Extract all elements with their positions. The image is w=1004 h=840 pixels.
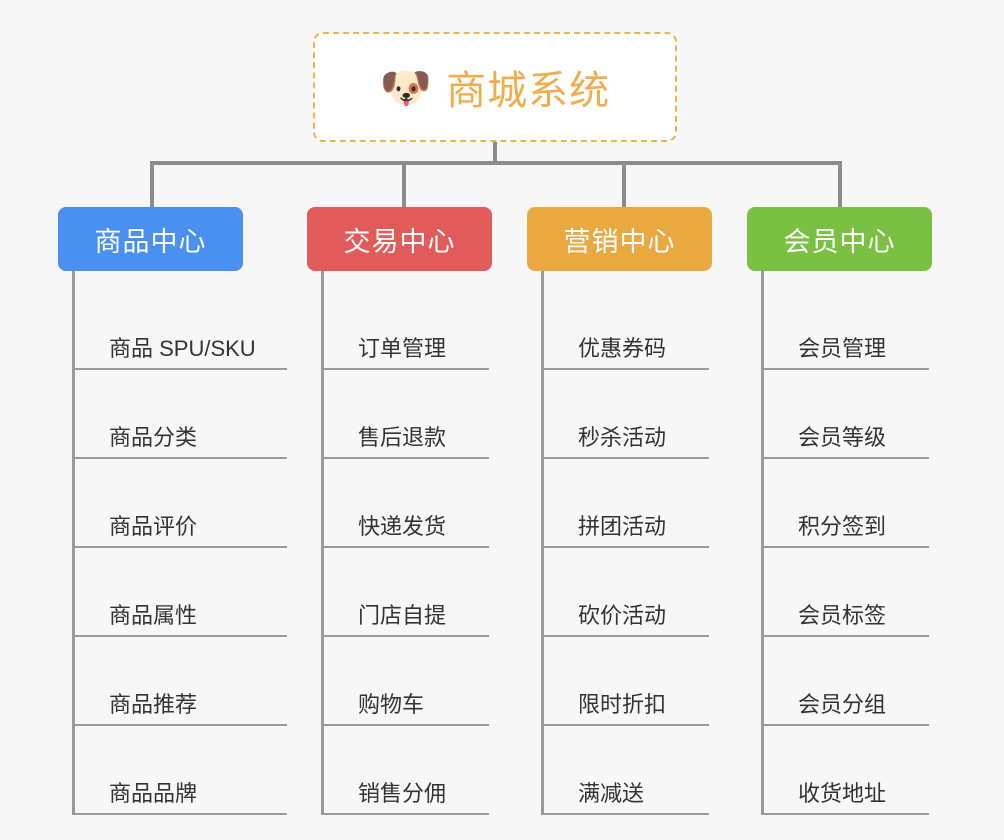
category-branch-1: 商品 SPU/SKU 商品分类商品评价商品属性商品推荐商品品牌 [72,271,287,815]
leaf-underline [75,457,287,459]
category-branch-2: 订单管理售后退款快递发货门店自提购物车销售分佣 [321,271,492,815]
leaf-underline [324,724,489,726]
leaf-underline [324,635,489,637]
leaf-underline [75,368,287,370]
leaf-label: 商品推荐 [109,692,198,717]
leaf-underline [764,546,929,548]
connector-root-stub [493,142,497,164]
leaf-underline [324,813,489,815]
leaf-underline [764,635,929,637]
leaf-underline [324,368,489,370]
connector-drop-1 [150,161,154,207]
connector-drop-4 [838,161,842,207]
leaf-node[interactable]: 商品品牌 [75,726,287,815]
category-header-1[interactable]: 商品中心 [58,207,243,271]
leaf-label: 积分签到 [798,514,887,539]
leaf-node[interactable]: 满减送 [544,726,712,815]
dog-face-icon: 🐶 [379,64,433,111]
leaf-label: 销售分佣 [358,781,447,806]
leaf-label: 商品属性 [109,603,198,628]
connector-drop-3 [622,161,626,207]
leaf-label: 会员标签 [798,603,887,628]
leaf-label: 砍价活动 [578,603,667,628]
leaf-label: 商品 SPU/SKU [109,336,256,361]
leaf-underline [764,813,929,815]
root-node[interactable]: 🐶 商城系统 [313,32,677,142]
leaf-underline [75,813,287,815]
leaf-underline [544,546,709,548]
root-title: 商城系统 [446,69,611,113]
leaf-underline [764,457,929,459]
category-header-label: 营销中心 [563,226,676,257]
leaf-node[interactable]: 商品推荐 [75,637,287,726]
category-header-2[interactable]: 交易中心 [307,207,492,271]
leaf-label: 商品品牌 [109,781,198,806]
leaf-underline [75,635,287,637]
leaf-underline [544,724,709,726]
leaf-underline [544,635,709,637]
leaf-label: 订单管理 [358,336,447,361]
leaf-node[interactable]: 积分签到 [764,459,932,548]
leaf-label: 购物车 [358,692,425,717]
leaf-underline [544,368,709,370]
leaf-underline [544,813,709,815]
leaf-node[interactable]: 会员分组 [764,637,932,726]
leaf-underline [544,457,709,459]
leaf-label: 商品评价 [109,514,198,539]
leaf-node[interactable]: 收货地址 [764,726,932,815]
leaf-node[interactable]: 商品分类 [75,370,287,459]
category-branch-3: 优惠券码秒杀活动拼团活动砍价活动限时折扣满减送 [541,271,712,815]
leaf-node[interactable]: 快递发货 [324,459,492,548]
leaf-node[interactable]: 限时折扣 [544,637,712,726]
leaf-node[interactable]: 会员标签 [764,548,932,637]
leaf-node[interactable]: 砍价活动 [544,548,712,637]
leaf-node[interactable]: 秒杀活动 [544,370,712,459]
category-column-4: 会员中心会员管理会员等级积分签到会员标签会员分组收货地址 [747,207,932,815]
leaf-underline [764,368,929,370]
leaf-label: 秒杀活动 [578,425,667,450]
leaf-label: 会员分组 [798,692,887,717]
leaf-label: 售后退款 [358,425,447,450]
category-column-1: 商品中心商品 SPU/SKU 商品分类商品评价商品属性商品推荐商品品牌 [58,207,287,815]
leaf-label: 会员等级 [798,425,887,450]
leaf-underline [75,724,287,726]
leaf-label: 会员管理 [798,336,887,361]
leaf-underline [324,457,489,459]
leaf-label: 商品分类 [109,425,198,450]
leaf-node[interactable]: 会员等级 [764,370,932,459]
category-column-3: 营销中心优惠券码秒杀活动拼团活动砍价活动限时折扣满减送 [527,207,712,815]
category-header-label: 会员中心 [783,226,896,257]
leaf-underline [75,546,287,548]
leaf-node[interactable]: 订单管理 [324,281,492,370]
leaf-node[interactable]: 售后退款 [324,370,492,459]
leaf-node[interactable]: 拼团活动 [544,459,712,548]
category-header-label: 交易中心 [343,226,456,257]
category-branch-4: 会员管理会员等级积分签到会员标签会员分组收货地址 [761,271,932,815]
leaf-node[interactable]: 门店自提 [324,548,492,637]
connector-horizontal-bus [150,161,838,165]
leaf-underline [764,724,929,726]
connector-drop-2 [402,161,406,207]
leaf-node[interactable]: 会员管理 [764,281,932,370]
leaf-label: 快递发货 [358,514,447,539]
leaf-label: 优惠券码 [578,336,667,361]
leaf-underline [324,546,489,548]
leaf-node[interactable]: 销售分佣 [324,726,492,815]
leaf-node[interactable]: 商品属性 [75,548,287,637]
category-header-label: 商品中心 [94,226,207,257]
leaf-node[interactable]: 商品 SPU/SKU [75,281,287,370]
leaf-node[interactable]: 商品评价 [75,459,287,548]
category-header-3[interactable]: 营销中心 [527,207,712,271]
category-header-4[interactable]: 会员中心 [747,207,932,271]
category-column-2: 交易中心订单管理售后退款快递发货门店自提购物车销售分佣 [307,207,492,815]
leaf-label: 限时折扣 [578,692,667,717]
leaf-node[interactable]: 购物车 [324,637,492,726]
leaf-label: 收货地址 [798,781,887,806]
leaf-node[interactable]: 优惠券码 [544,281,712,370]
leaf-label: 拼团活动 [578,514,667,539]
leaf-label: 满减送 [578,781,645,806]
leaf-label: 门店自提 [358,603,447,628]
